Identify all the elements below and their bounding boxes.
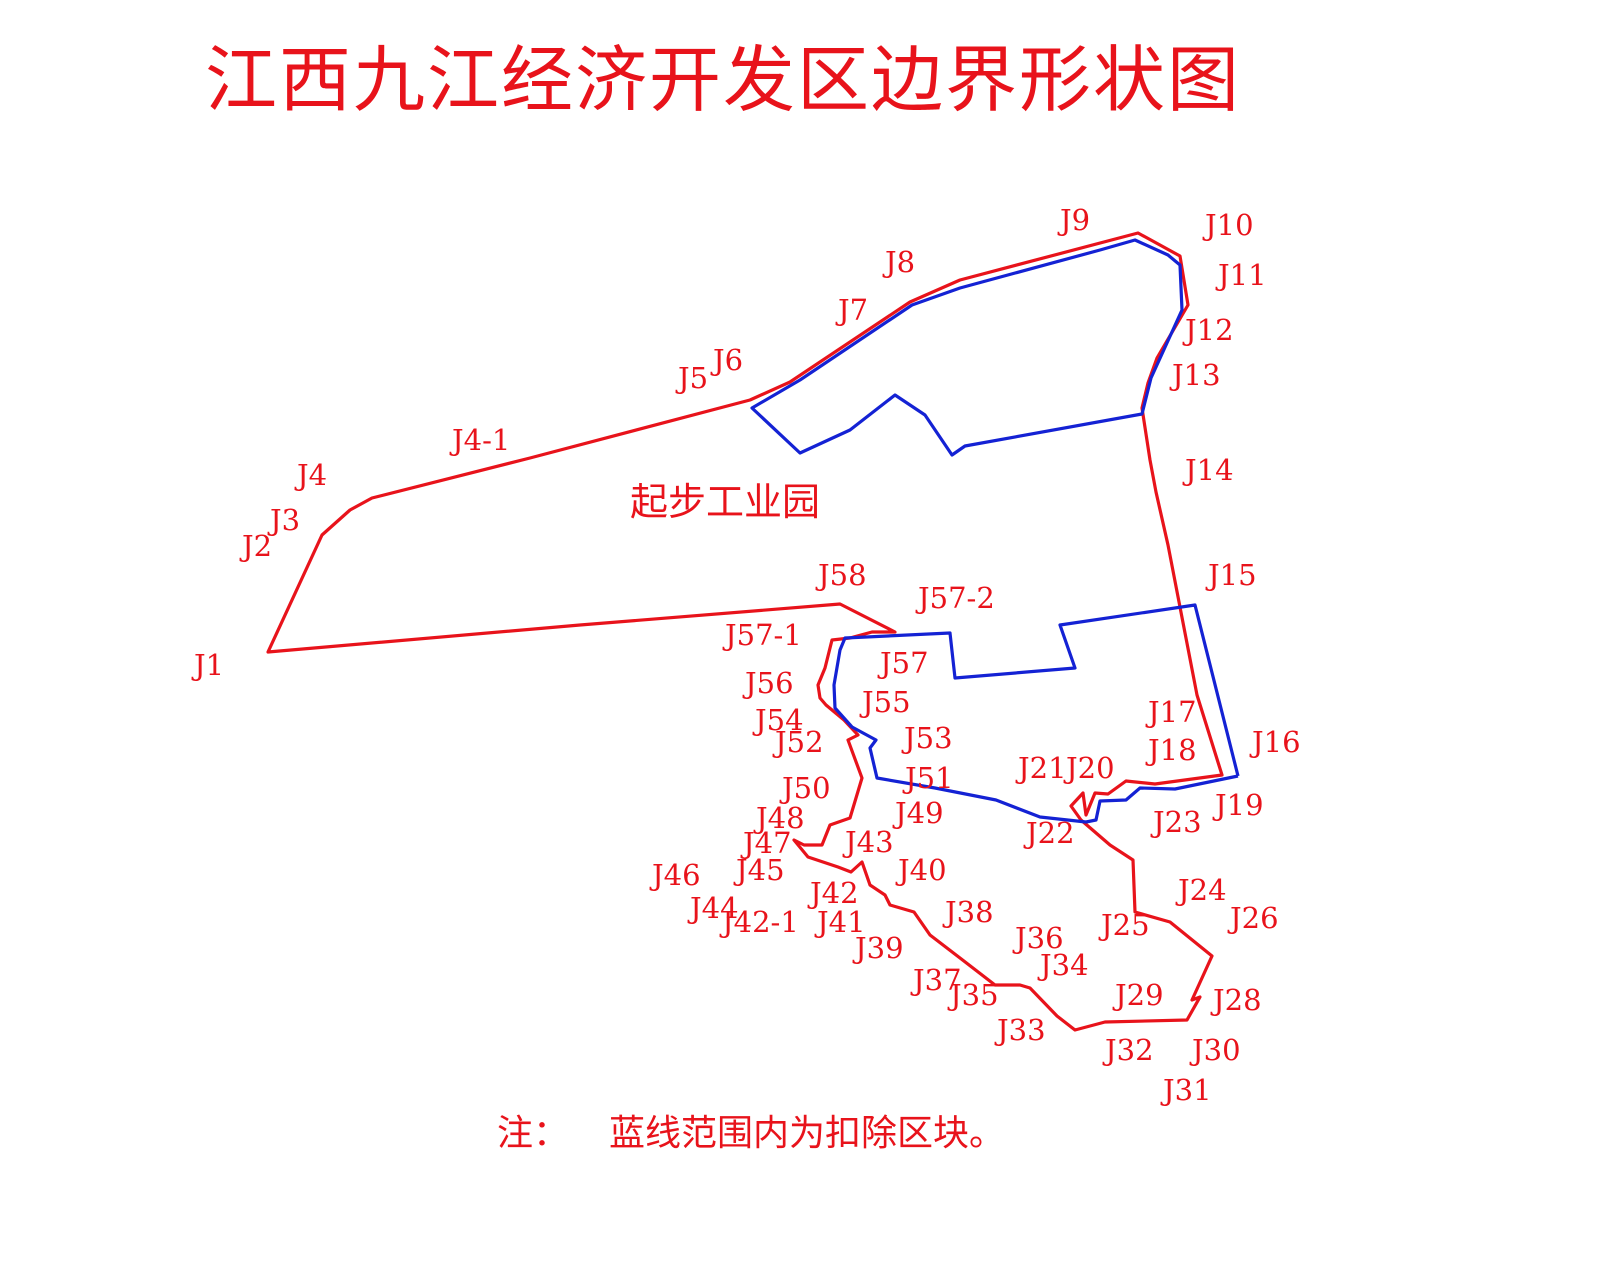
point-label-j57-2: J57-2 <box>915 581 995 615</box>
point-label-j49: J49 <box>892 796 944 830</box>
point-label-j56: J56 <box>742 666 794 700</box>
point-label-j17: J17 <box>1145 695 1197 729</box>
point-label-j14: J14 <box>1182 453 1234 487</box>
point-label-j8: J8 <box>882 245 915 279</box>
point-label-j19: J19 <box>1212 788 1264 822</box>
point-label-j29: J29 <box>1112 978 1164 1012</box>
point-label-j55: J55 <box>859 685 911 719</box>
blue-southern-block <box>832 603 1240 824</box>
point-label-j36: J36 <box>1012 921 1064 955</box>
point-label-j2: J2 <box>239 529 272 563</box>
point-label-j20: J20 <box>1063 751 1115 785</box>
point-label-j9: J9 <box>1057 203 1090 237</box>
point-label-j57-1: J57-1 <box>722 618 802 652</box>
point-label-j28: J28 <box>1210 983 1262 1017</box>
map-title: 江西九江经济开发区边界形状图 <box>205 38 1242 122</box>
point-label-j30: J30 <box>1189 1033 1241 1067</box>
point-label-j1: J1 <box>191 648 224 682</box>
point-label-j44: J44 <box>687 891 739 925</box>
point-label-j42-1: J42-1 <box>719 905 799 939</box>
point-label-j5: J5 <box>675 361 708 395</box>
point-label-j58: J58 <box>815 558 867 592</box>
point-label-j37: J37 <box>910 963 962 997</box>
point-label-j50: J50 <box>779 771 831 805</box>
point-label-j3: J3 <box>267 503 300 537</box>
point-label-j53: J53 <box>901 721 953 755</box>
map-note: 注： 蓝线范围内为扣除区块。 <box>497 1116 1005 1152</box>
blue-northern-block <box>750 238 1184 457</box>
point-label-j54: J54 <box>752 703 804 737</box>
point-label-j26: J26 <box>1227 901 1279 935</box>
point-label-j4-1: J4-1 <box>449 423 510 457</box>
point-label-j45: J45 <box>733 853 785 887</box>
point-label-j31: J31 <box>1160 1073 1212 1107</box>
point-label-j38: J38 <box>942 895 994 929</box>
point-label-j51: J51 <box>902 761 954 795</box>
point-label-j40: J40 <box>895 853 947 887</box>
point-label-j32: J32 <box>1102 1033 1154 1067</box>
point-label-j57: J57 <box>877 646 929 680</box>
point-label-j6: J6 <box>710 343 743 377</box>
note-label: 注： <box>497 1113 570 1154</box>
point-label-j52: J52 <box>772 725 824 759</box>
point-label-j48: J48 <box>753 801 805 835</box>
point-label-j34: J34 <box>1037 948 1089 982</box>
point-label-j47: J47 <box>740 826 792 860</box>
point-label-j22: J22 <box>1023 816 1075 850</box>
point-label-j18: J18 <box>1145 733 1197 767</box>
point-label-j24: J24 <box>1175 873 1227 907</box>
excluded-block-boundary <box>750 238 1240 824</box>
development-zone-boundary <box>266 231 1224 1032</box>
point-label-j39: J39 <box>852 931 904 965</box>
note-text: 蓝线范围内为扣除区块。 <box>609 1113 1006 1154</box>
point-label-j41: J41 <box>814 905 866 939</box>
point-label-j4: J4 <box>294 458 327 492</box>
point-label-j15: J15 <box>1205 558 1257 592</box>
point-label-j33: J33 <box>994 1013 1046 1047</box>
point-label-j13: J13 <box>1169 358 1221 392</box>
point-label-j42: J42 <box>807 876 859 910</box>
point-label-j21: J21 <box>1015 751 1067 785</box>
point-label-j23: J23 <box>1150 805 1202 839</box>
point-label-j25: J25 <box>1098 908 1150 942</box>
point-label-j35: J35 <box>947 978 999 1012</box>
red-boundary-line <box>266 231 1224 1032</box>
point-label-j12: J12 <box>1182 313 1234 347</box>
point-label-j46: J46 <box>649 858 701 892</box>
point-label-j10: J10 <box>1202 208 1254 242</box>
point-label-j43: J43 <box>842 825 894 859</box>
point-label-j16: J16 <box>1249 725 1301 759</box>
point-label-j11: J11 <box>1215 258 1267 292</box>
area-label-startup-industrial-park: 起步工业园 <box>630 480 820 524</box>
point-label-j7: J7 <box>835 293 868 327</box>
